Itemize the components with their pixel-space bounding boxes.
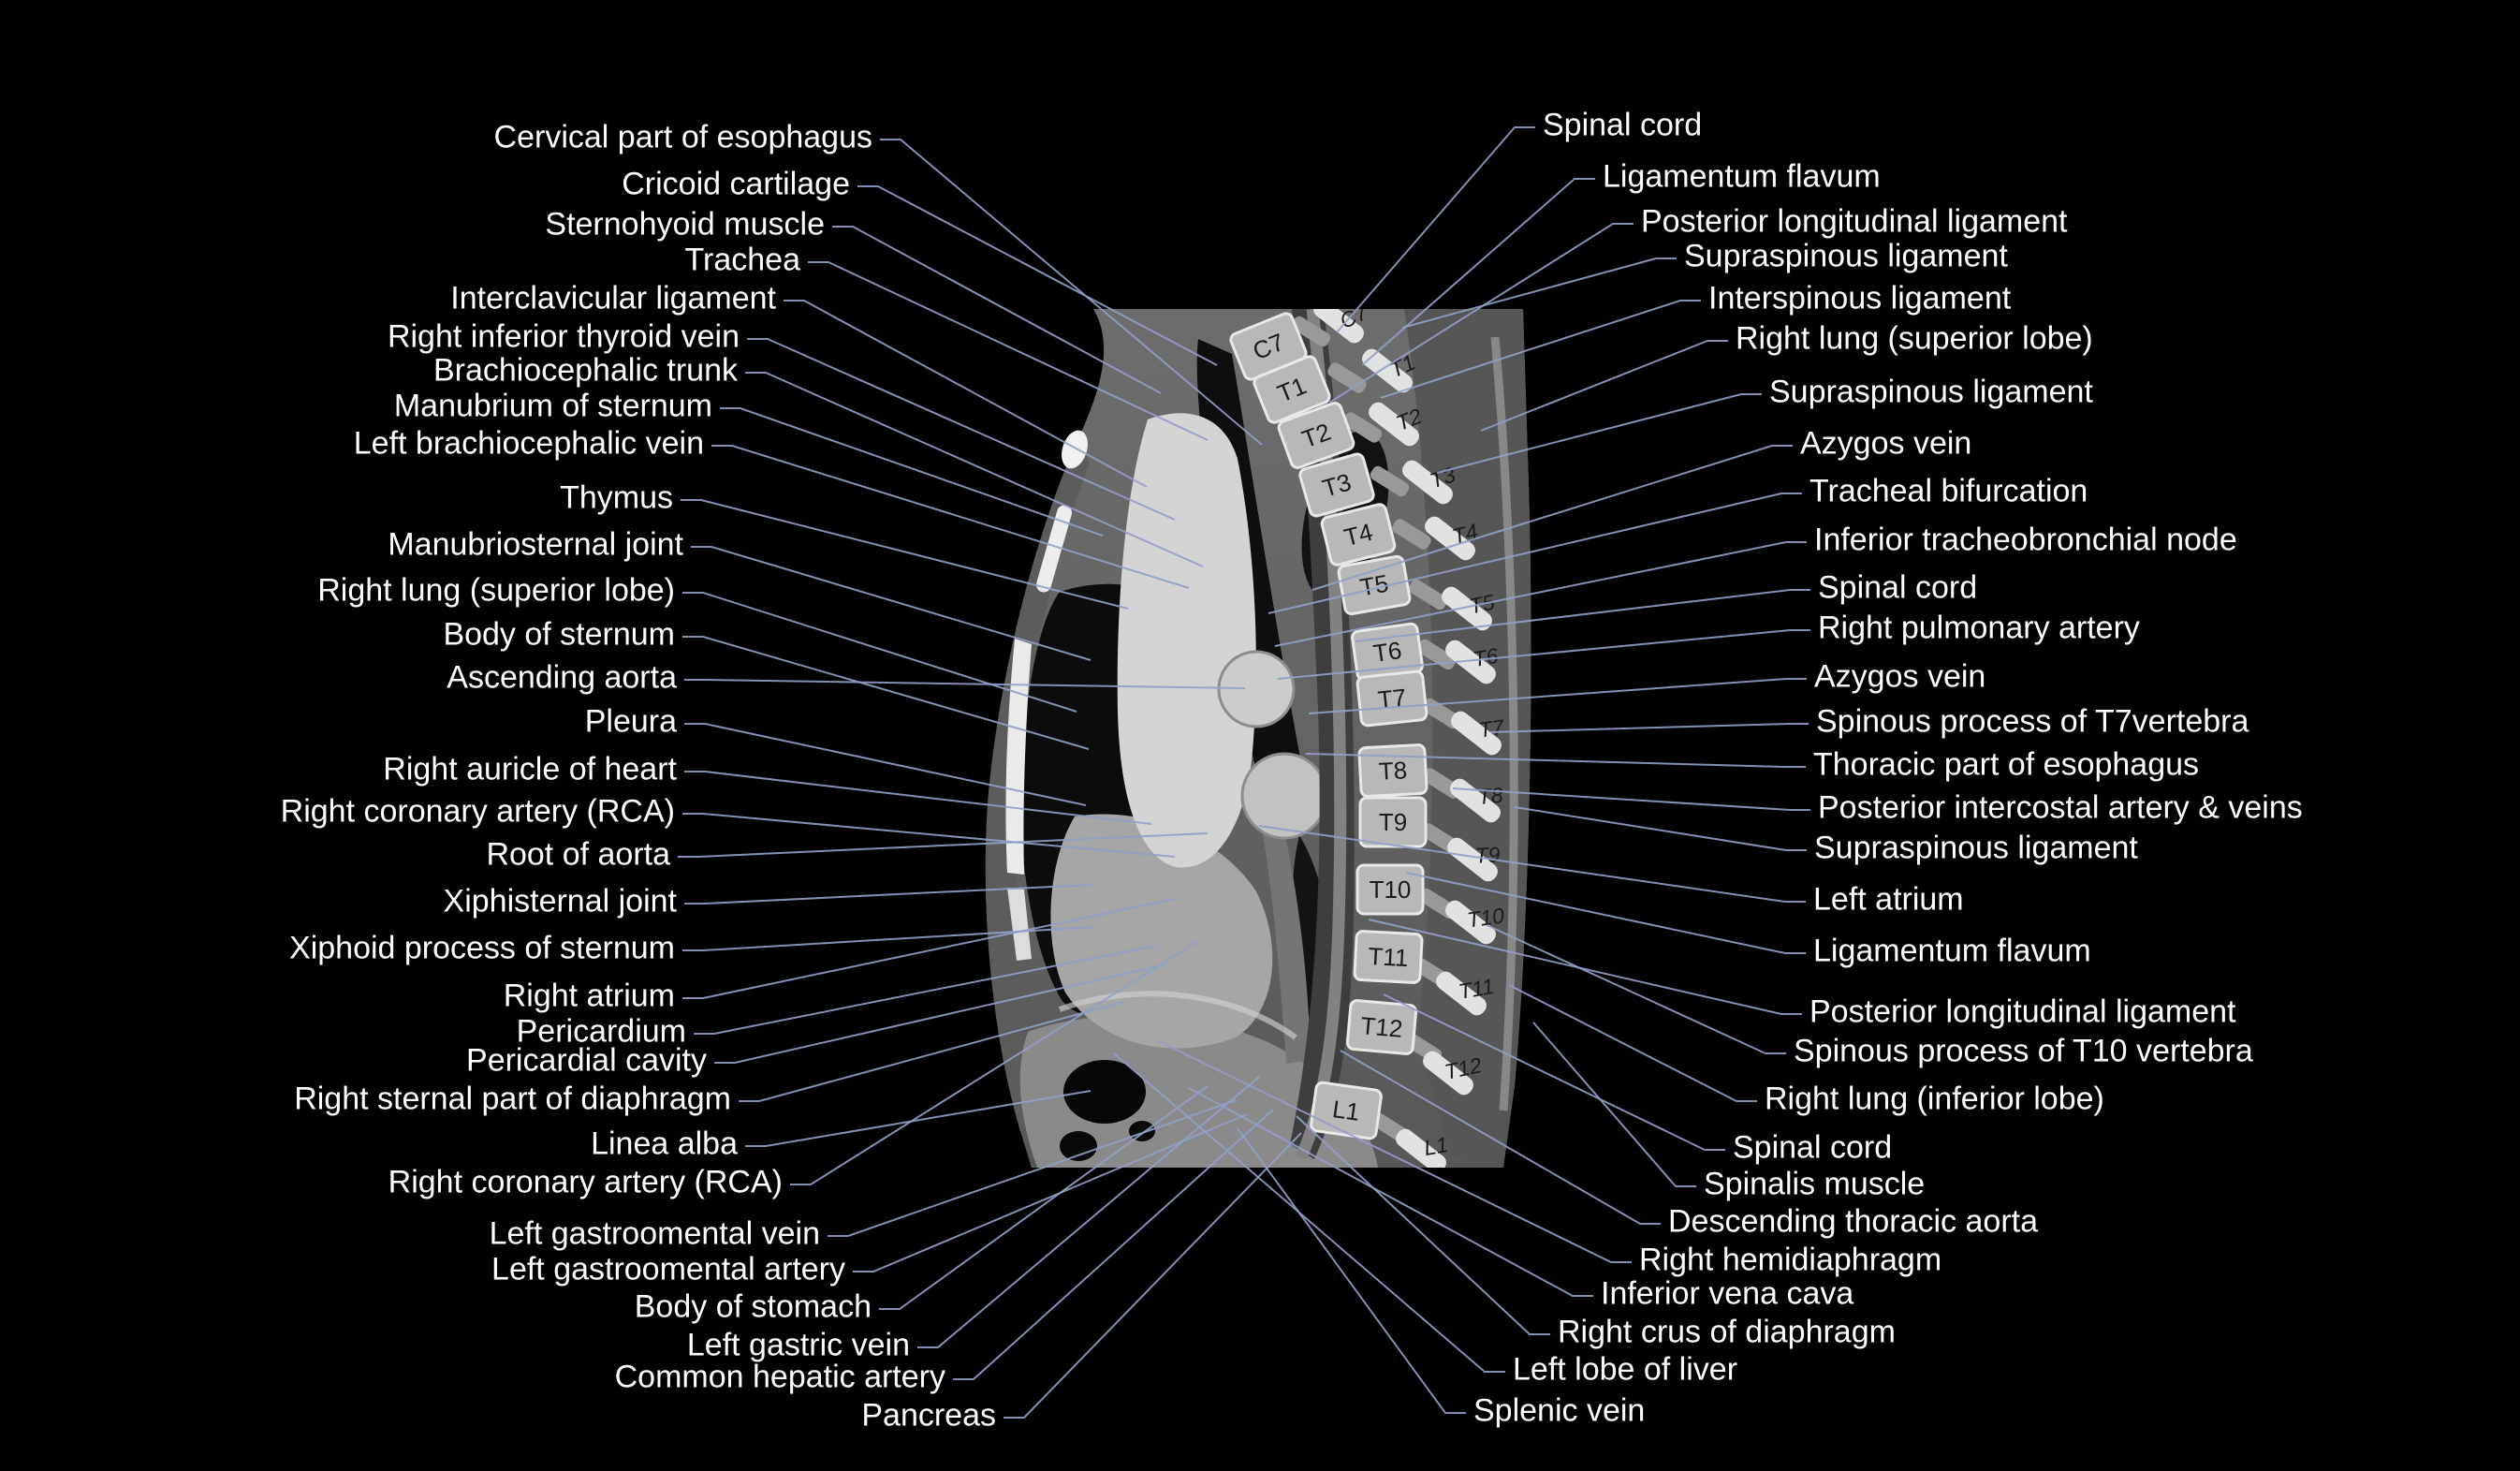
label-manubrium-of-sternum: Manubrium of sternum bbox=[393, 388, 712, 424]
label-right-pulmonary-artery: Right pulmonary artery bbox=[1818, 610, 2140, 646]
label-supraspinous-ligament: Supraspinous ligament bbox=[1684, 238, 2008, 274]
label-ligamentum-flavum: Ligamentum flavum bbox=[1813, 933, 2091, 969]
label-right-crus-of-diaphragm: Right crus of diaphragm bbox=[1558, 1314, 1896, 1350]
label-body-of-sternum: Body of sternum bbox=[443, 616, 675, 653]
label-supraspinous-ligament: Supraspinous ligament bbox=[1769, 374, 2093, 410]
label-left-brachiocephalic-vein: Left brachiocephalic vein bbox=[353, 425, 704, 462]
label-posterior-longitudinal-ligament: Posterior longitudinal ligament bbox=[1641, 203, 2068, 240]
label-spinous-process-of-t10-vertebra: Spinous process of T10 vertebra bbox=[1794, 1033, 2253, 1069]
label-thoracic-part-of-esophagus: Thoracic part of esophagus bbox=[1813, 746, 2200, 783]
label-body-of-stomach: Body of stomach bbox=[634, 1288, 872, 1325]
label-right-coronary-artery-rca: Right coronary artery (RCA) bbox=[388, 1164, 783, 1200]
label-inferior-vena-cava: Inferior vena cava bbox=[1601, 1275, 1854, 1312]
label-left-gastroomental-artery: Left gastroomental artery bbox=[491, 1251, 845, 1287]
label-posterior-intercostal-artery-veins: Posterior intercostal artery & veins bbox=[1818, 789, 2303, 826]
label-sternohyoid-muscle: Sternohyoid muscle bbox=[545, 206, 825, 243]
label-right-lung-inferior-lobe: Right lung (inferior lobe) bbox=[1765, 1081, 2104, 1117]
label-inferior-tracheobronchial-node: Inferior tracheobronchial node bbox=[1814, 522, 2237, 558]
label-spinalis-muscle: Spinalis muscle bbox=[1704, 1166, 1926, 1202]
label-left-lobe-of-liver: Left lobe of liver bbox=[1513, 1351, 1738, 1388]
label-splenic-vein: Splenic vein bbox=[1473, 1392, 1646, 1429]
label-spinal-cord: Spinal cord bbox=[1733, 1129, 1893, 1166]
label-right-lung-superior-lobe: Right lung (superior lobe) bbox=[317, 572, 675, 609]
label-root-of-aorta: Root of aorta bbox=[486, 836, 670, 873]
label-spinous-process-of-t7vertebra: Spinous process of T7vertebra bbox=[1816, 703, 2249, 740]
ct-ascending-aorta bbox=[1217, 650, 1296, 728]
label-right-inferior-thyroid-vein: Right inferior thyroid vein bbox=[387, 318, 740, 355]
label-common-hepatic-artery: Common hepatic artery bbox=[614, 1359, 945, 1395]
label-descending-thoracic-aorta: Descending thoracic aorta bbox=[1668, 1203, 2039, 1240]
label-ligamentum-flavum: Ligamentum flavum bbox=[1603, 158, 1881, 195]
label-tracheal-bifurcation: Tracheal bifurcation bbox=[1809, 473, 2088, 509]
label-pleura: Pleura bbox=[584, 703, 677, 740]
label-linea-alba: Linea alba bbox=[591, 1125, 738, 1162]
label-trachea: Trachea bbox=[684, 242, 800, 278]
label-right-hemidiaphragm: Right hemidiaphragm bbox=[1639, 1242, 1942, 1278]
ct-spinous-process bbox=[1369, 402, 1419, 447]
label-thymus: Thymus bbox=[560, 479, 673, 516]
label-cervical-part-of-esophagus: Cervical part of esophagus bbox=[493, 119, 872, 155]
label-pancreas: Pancreas bbox=[861, 1397, 996, 1434]
label-pericardial-cavity: Pericardial cavity bbox=[466, 1042, 707, 1079]
label-right-lung-superior-lobe: Right lung (superior lobe) bbox=[1736, 320, 2093, 357]
label-left-gastroomental-vein: Left gastroomental vein bbox=[489, 1215, 820, 1252]
label-azygos-vein: Azygos vein bbox=[1814, 658, 1986, 695]
label-left-atrium: Left atrium bbox=[1813, 881, 1964, 918]
label-right-coronary-artery-rca: Right coronary artery (RCA) bbox=[280, 793, 675, 830]
label-cricoid-cartilage: Cricoid cartilage bbox=[622, 166, 850, 202]
label-right-auricle-of-heart: Right auricle of heart bbox=[383, 751, 677, 787]
label-spinal-cord: Spinal cord bbox=[1818, 569, 1978, 606]
label-brachiocephalic-trunk: Brachiocephalic trunk bbox=[432, 352, 738, 389]
label-right-sternal-part-of-diaphragm: Right sternal part of diaphragm bbox=[294, 1081, 731, 1117]
ct-spinous-process bbox=[1451, 711, 1502, 756]
label-spinal-cord: Spinal cord bbox=[1543, 107, 1703, 143]
label-manubriosternal-joint: Manubriosternal joint bbox=[388, 526, 683, 563]
label-interclavicular-ligament: Interclavicular ligament bbox=[450, 280, 776, 316]
label-ascending-aorta: Ascending aorta bbox=[447, 659, 677, 696]
label-supraspinous-ligament: Supraspinous ligament bbox=[1814, 830, 2138, 866]
label-pericardium: Pericardium bbox=[516, 1013, 686, 1050]
label-posterior-longitudinal-ligament: Posterior longitudinal ligament bbox=[1809, 993, 2236, 1030]
label-azygos-vein: Azygos vein bbox=[1800, 425, 1972, 462]
label-left-gastric-vein: Left gastric vein bbox=[686, 1327, 910, 1363]
label-xiphoid-process-of-sternum: Xiphoid process of sternum bbox=[289, 930, 675, 966]
ct-pedicle bbox=[1342, 412, 1383, 443]
label-xiphisternal-joint: Xiphisternal joint bbox=[443, 883, 677, 919]
label-right-atrium: Right atrium bbox=[503, 978, 675, 1014]
ct-pedicle bbox=[1291, 316, 1331, 347]
label-interspinous-ligament: Interspinous ligament bbox=[1708, 280, 2012, 316]
